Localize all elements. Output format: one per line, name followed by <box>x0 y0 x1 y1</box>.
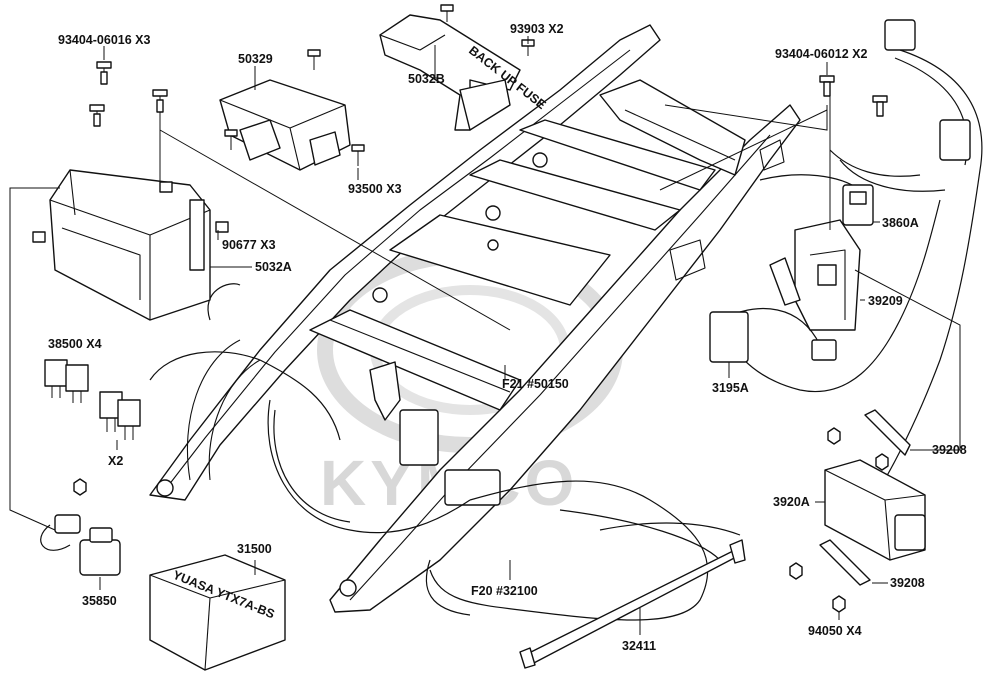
part-label: 32411 <box>622 639 656 653</box>
part-label: 5032B <box>408 72 445 86</box>
part-label: 3920A <box>773 495 810 509</box>
part-labels: 93404-06016 X3 50329 5032B 93903 X2 9340… <box>48 22 967 653</box>
part-label: 38500 X4 <box>48 337 102 351</box>
part-label: 50329 <box>238 52 273 66</box>
strap-32411 <box>519 539 746 669</box>
clip-icon <box>215 221 229 233</box>
ecu-3920A <box>824 459 926 561</box>
frame-assembly <box>149 24 801 613</box>
part-label: 93404-06016 X3 <box>58 33 150 47</box>
part-label: F20 #32100 <box>471 584 538 598</box>
nut-icon <box>789 427 889 613</box>
relay-icon <box>44 359 141 440</box>
starter-relay <box>40 514 121 576</box>
part-label: 94050 X4 <box>808 624 862 638</box>
connector-icon <box>884 19 971 161</box>
relay-3860A <box>842 184 874 226</box>
part-label: 90677 X3 <box>222 238 276 252</box>
leader-lines <box>9 36 961 635</box>
part-label: 39209 <box>868 294 903 308</box>
clip-icon <box>32 231 46 243</box>
bracket-39208 <box>819 409 911 586</box>
battery: YUASA YTX7A-BS <box>149 554 286 671</box>
battery-box <box>49 169 211 321</box>
part-label: 5032A <box>255 260 292 274</box>
part-label: 93500 X3 <box>348 182 402 196</box>
bolt-icon <box>89 61 168 127</box>
part-label: 31500 <box>237 542 272 556</box>
part-label: 93903 X2 <box>510 22 564 36</box>
bracket-50329 <box>219 79 351 171</box>
part-label: 39208 <box>932 443 967 457</box>
part-label: 35850 <box>82 594 117 608</box>
part-label: F21 #50150 <box>502 377 569 391</box>
part-label: 39208 <box>890 576 925 590</box>
part-label: 93404-06012 X2 <box>775 47 867 61</box>
part-label: 3195A <box>712 381 749 395</box>
bracket-39209 <box>769 219 861 331</box>
screw-icon <box>224 49 365 166</box>
bolt-icon <box>819 75 888 117</box>
part-label: X2 <box>108 454 123 468</box>
module-3195A <box>709 311 837 363</box>
nut-icon <box>73 478 87 496</box>
part-label: 3860A <box>882 216 919 230</box>
clip-icon <box>159 181 173 193</box>
